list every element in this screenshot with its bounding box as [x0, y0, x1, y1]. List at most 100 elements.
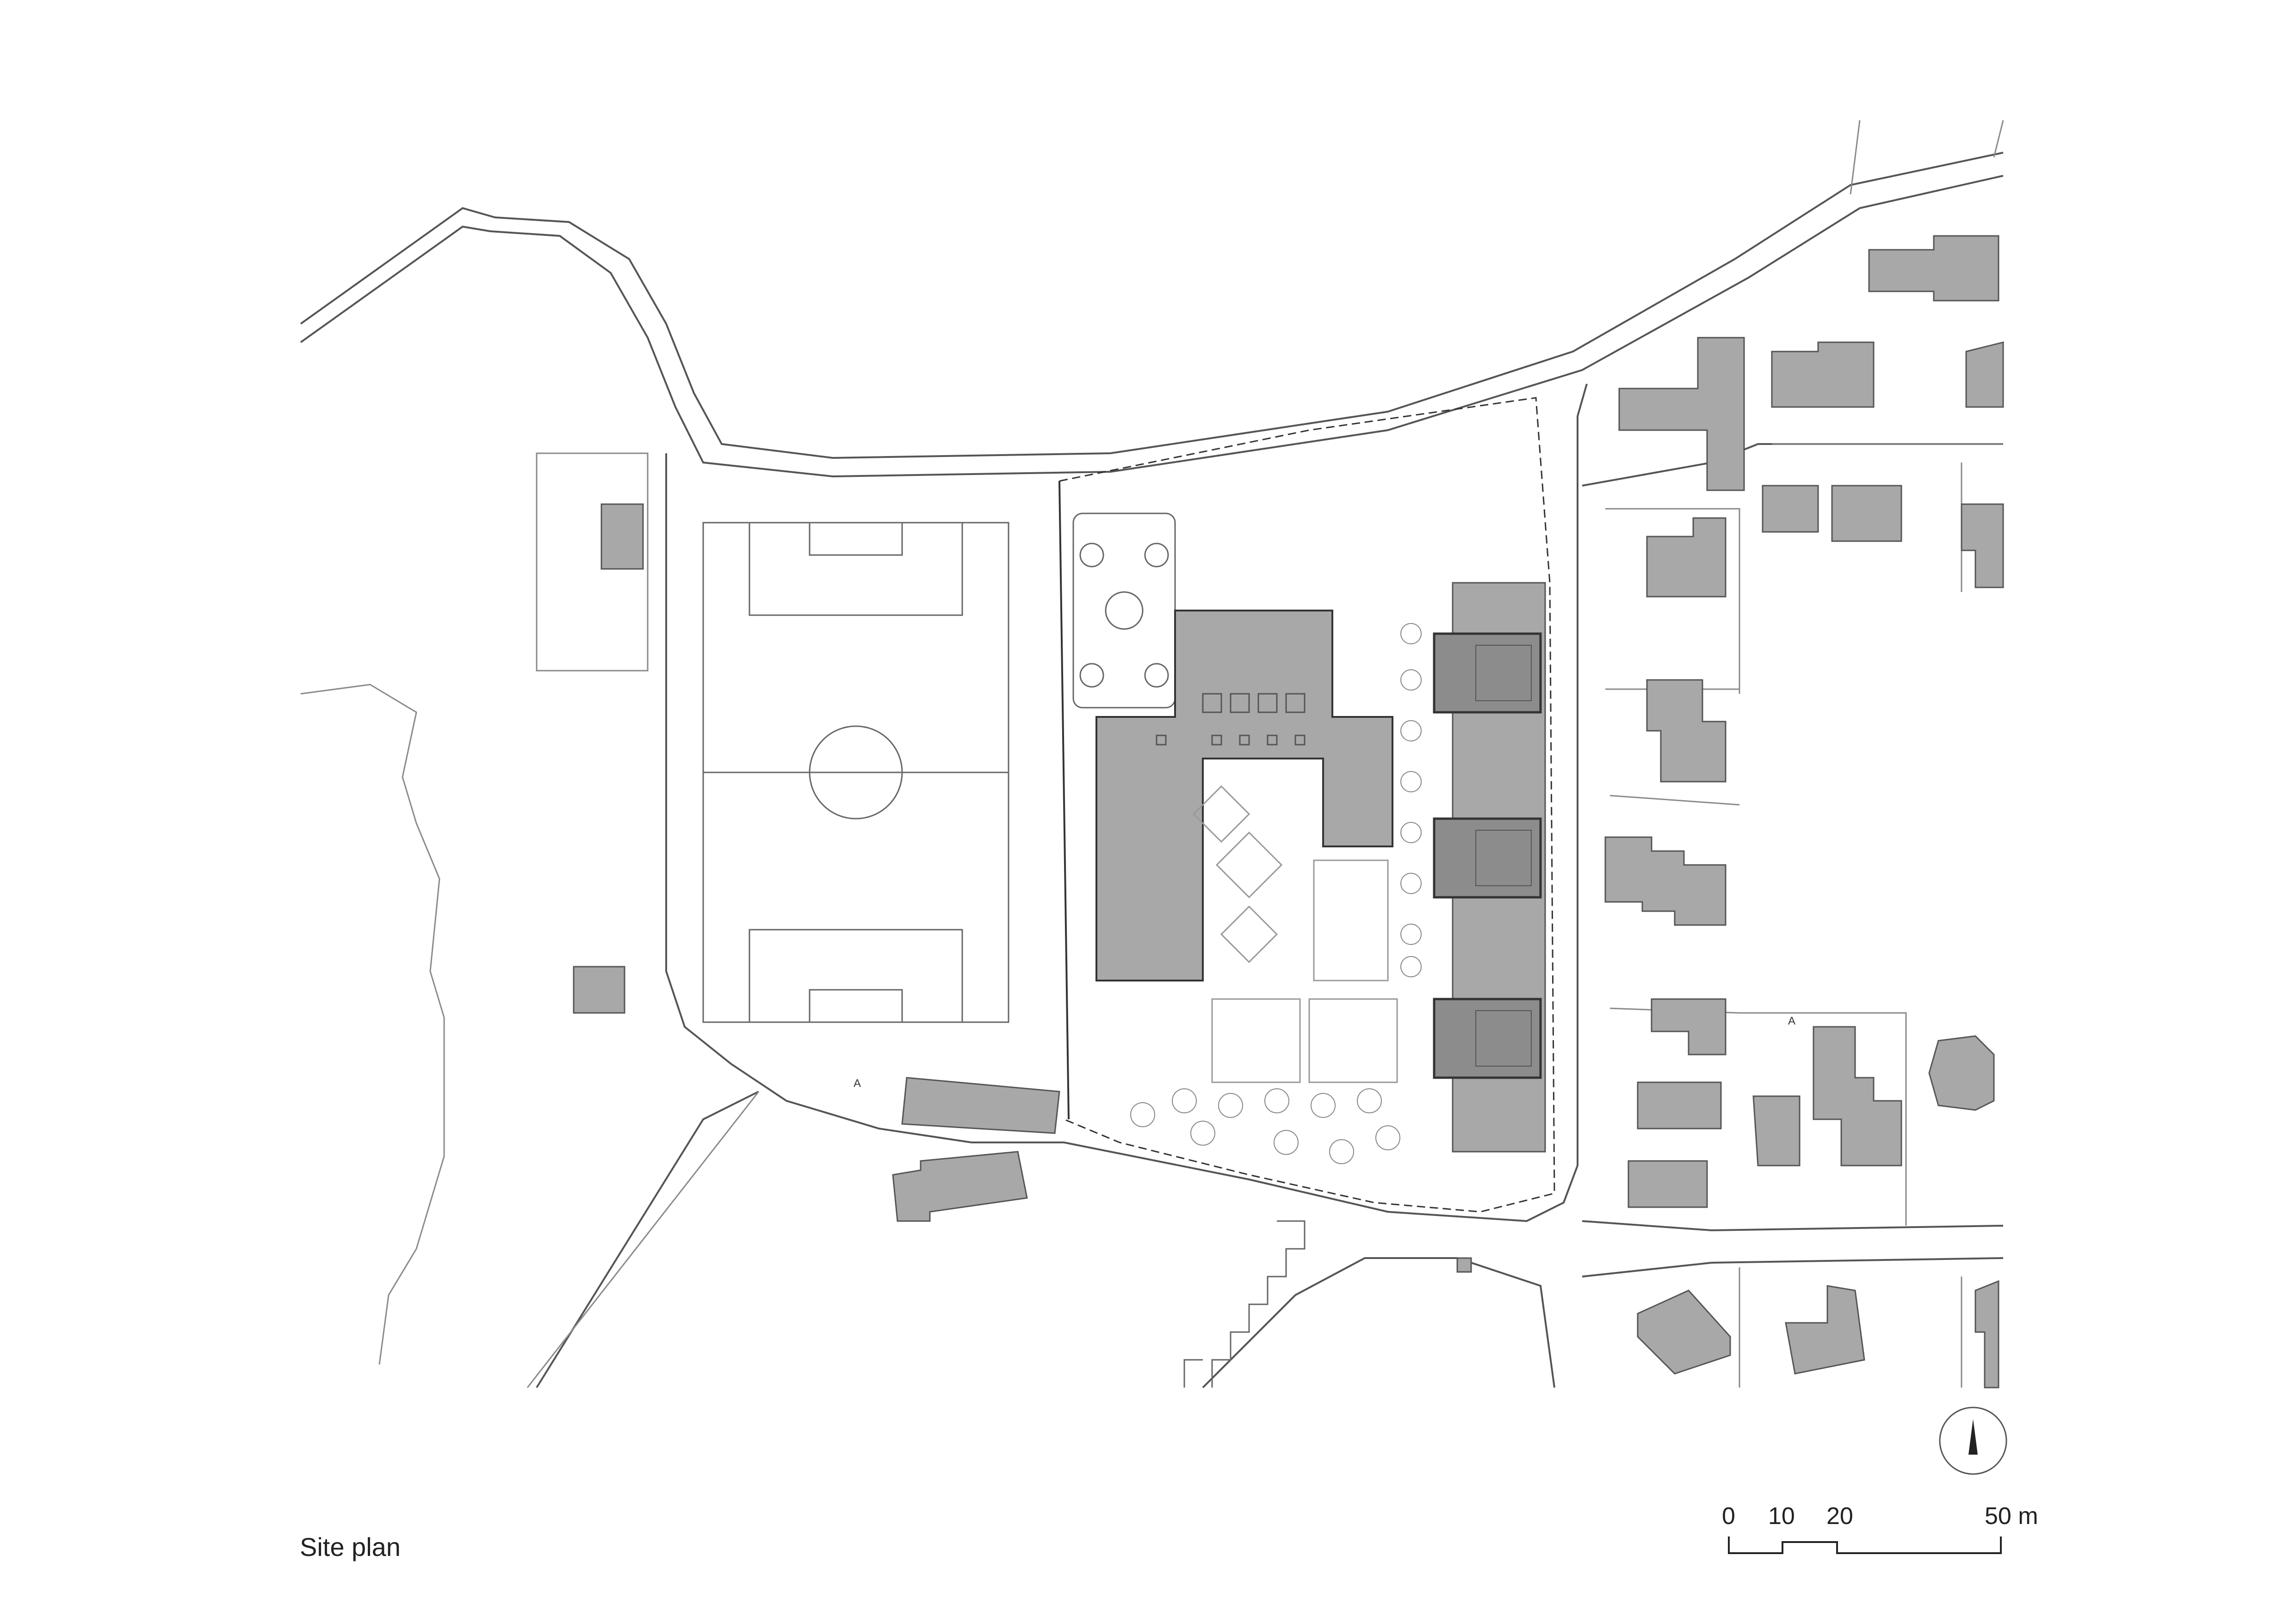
building	[600, 503, 644, 570]
tree	[1400, 924, 1422, 945]
hall-roof-unit-1	[1433, 632, 1542, 714]
pitch-penalty-north	[749, 522, 963, 616]
building	[1771, 341, 1875, 408]
hall-roof-unit-2	[1433, 817, 1542, 899]
tree	[1311, 1093, 1336, 1118]
building	[1456, 1257, 1472, 1273]
building	[1831, 485, 1902, 542]
tree-grove	[1130, 1088, 1400, 1164]
building	[892, 1151, 1028, 1222]
sports-hall	[1433, 582, 1546, 1153]
north-arrow-icon	[1939, 1407, 2007, 1475]
hall-roof-grids	[1475, 645, 1532, 1067]
building	[1965, 341, 2004, 408]
tree	[1375, 1125, 1400, 1150]
tree	[1400, 669, 1422, 691]
west-contour	[300, 684, 445, 1365]
courtyard-panel-1	[1211, 998, 1301, 1083]
east-road-lower	[1582, 1220, 2004, 1232]
pitch-centre-circle	[809, 725, 903, 820]
field-access-road	[665, 383, 1588, 1222]
football-pitch	[702, 522, 1009, 1023]
school-main-block	[1095, 610, 1393, 981]
field-boundary	[536, 452, 649, 672]
tree	[1190, 1121, 1215, 1146]
building	[1961, 503, 2004, 588]
pitch-goal-area-south	[809, 989, 903, 1023]
section-marker-east: A	[1788, 1015, 1795, 1027]
east-lot-line-4	[1739, 1267, 1962, 1388]
court-corner-4	[1144, 663, 1169, 688]
court-corner-1	[1079, 543, 1104, 568]
building	[1628, 1160, 1708, 1208]
section-marker-west: A	[854, 1077, 861, 1090]
scale-tick-20: 20	[1826, 1503, 1853, 1530]
south-road-branch	[1202, 1257, 1555, 1388]
skylight-9	[1294, 734, 1306, 746]
skylight-8	[1267, 734, 1278, 746]
court-outline	[1072, 512, 1176, 709]
parking-row	[1183, 1359, 1203, 1388]
hall-roof-unit-3	[1433, 998, 1542, 1079]
small-court	[1072, 512, 1176, 709]
courtyard-diamond-1	[1215, 831, 1283, 899]
building	[573, 966, 625, 1014]
courtyard-diamond-3	[1192, 785, 1250, 843]
east-road	[1582, 1257, 2004, 1277]
north-east-property	[1850, 120, 2004, 195]
skylight-6	[1211, 734, 1222, 746]
tree	[1130, 1102, 1155, 1127]
tree	[1357, 1088, 1382, 1113]
building	[1785, 1285, 1865, 1375]
parking-row	[1211, 1220, 1306, 1388]
south-road-west-edge	[536, 1091, 759, 1388]
terrain-lines	[300, 120, 2004, 1388]
building	[1604, 836, 1727, 926]
tree	[1172, 1088, 1197, 1113]
school-skylights	[1156, 693, 1306, 746]
scale-bar	[1728, 1537, 2002, 1554]
tree	[1400, 873, 1422, 894]
pitch-goal-area-north	[809, 522, 903, 556]
school-building	[1095, 610, 1393, 981]
north-road-inner	[300, 175, 2004, 478]
building	[1868, 235, 1999, 302]
roof-grid-3	[1475, 1010, 1532, 1067]
parking-rows	[1183, 1220, 1306, 1388]
court-corner-3	[1079, 663, 1104, 688]
tree	[1274, 1130, 1299, 1155]
building	[1637, 1290, 1731, 1375]
north-road-outer	[300, 152, 2004, 459]
scale-tick-0: 0	[1722, 1503, 1735, 1530]
skylight-4	[1285, 693, 1306, 713]
east-local-road	[1582, 443, 2003, 487]
west-diagonal	[526, 1091, 760, 1388]
section-markers: A A	[854, 1015, 1795, 1090]
courtyard	[1192, 785, 1398, 1083]
building	[1618, 337, 1745, 491]
building	[1762, 485, 1819, 533]
court-centre	[1105, 591, 1144, 630]
courtyard-diamond-2	[1220, 905, 1278, 963]
site-boundary	[1059, 397, 1555, 1213]
building	[1646, 517, 1727, 598]
building	[901, 1077, 1060, 1134]
roof-grid-1	[1475, 645, 1532, 701]
skylight-2	[1230, 693, 1250, 713]
courtyard-panel-3	[1313, 859, 1389, 981]
tree	[1400, 822, 1422, 843]
building	[1752, 1095, 1801, 1166]
skylight-3	[1257, 693, 1278, 713]
site-solid-edge	[1058, 481, 1070, 1120]
building	[1813, 1026, 1902, 1166]
skylight-7	[1239, 734, 1250, 746]
tree	[1264, 1088, 1289, 1113]
tree	[1400, 720, 1422, 741]
scale-tick-10: 10	[1768, 1503, 1795, 1530]
courtyard-panel-2	[1308, 998, 1398, 1083]
tree	[1400, 956, 1422, 977]
pitch-penalty-south	[749, 929, 963, 1023]
neighbour-buildings	[573, 235, 2004, 1388]
roof-grid-2	[1475, 830, 1532, 886]
